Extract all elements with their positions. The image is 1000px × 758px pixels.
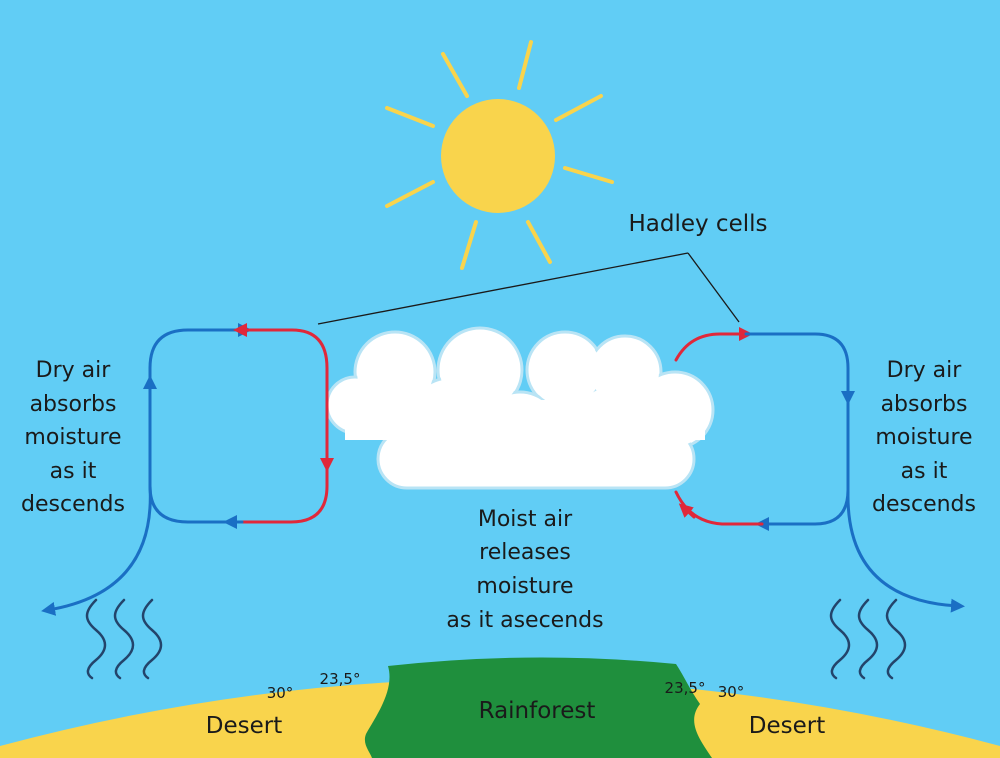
right-dry-air-label: Dry air absorbs moisture as it descends [872,358,976,517]
left-dry-air-label: Dry air absorbs moisture as it descends [21,358,125,517]
rainforest-label: Rainforest [479,698,596,724]
hadley-cells-label: Hadley cells [628,211,767,237]
moist-line: releases [479,540,571,565]
right-dry-line: Dry air [887,358,963,383]
moist-line: moisture [476,574,573,599]
left-dry-line: descends [21,492,125,517]
desert-left-label: Desert [206,713,282,739]
latitude-23-left: 23,5° [320,670,361,688]
left-dry-line: Dry air [36,358,112,383]
left-dry-line: moisture [24,425,121,450]
right-hadley-cell [674,327,965,613]
earth-surface [0,657,1000,758]
right-dry-line: absorbs [881,392,968,417]
left-dry-line: absorbs [30,392,117,417]
heat-wave-icon [85,598,163,680]
moist-line: as it asecends [446,608,603,633]
right-dry-line: moisture [875,425,972,450]
heat-wave-icon [829,598,907,680]
left-dry-line: as it [50,459,97,484]
latitude-30-right: 30° [718,683,745,701]
latitude-30-left: 30° [267,684,294,702]
sun-icon [385,40,614,270]
desert-right-label: Desert [749,713,825,739]
moist-air-label: Moist air releases moisture as it asecen… [446,507,603,633]
right-dry-line: descends [872,492,976,517]
left-hadley-cell [41,323,334,616]
latitude-23-right: 23,5° [665,679,706,697]
right-dry-line: as it [901,459,948,484]
moist-line: Moist air [478,507,573,532]
hadley-leader-lines [317,252,740,325]
rainforest-band [364,657,712,758]
